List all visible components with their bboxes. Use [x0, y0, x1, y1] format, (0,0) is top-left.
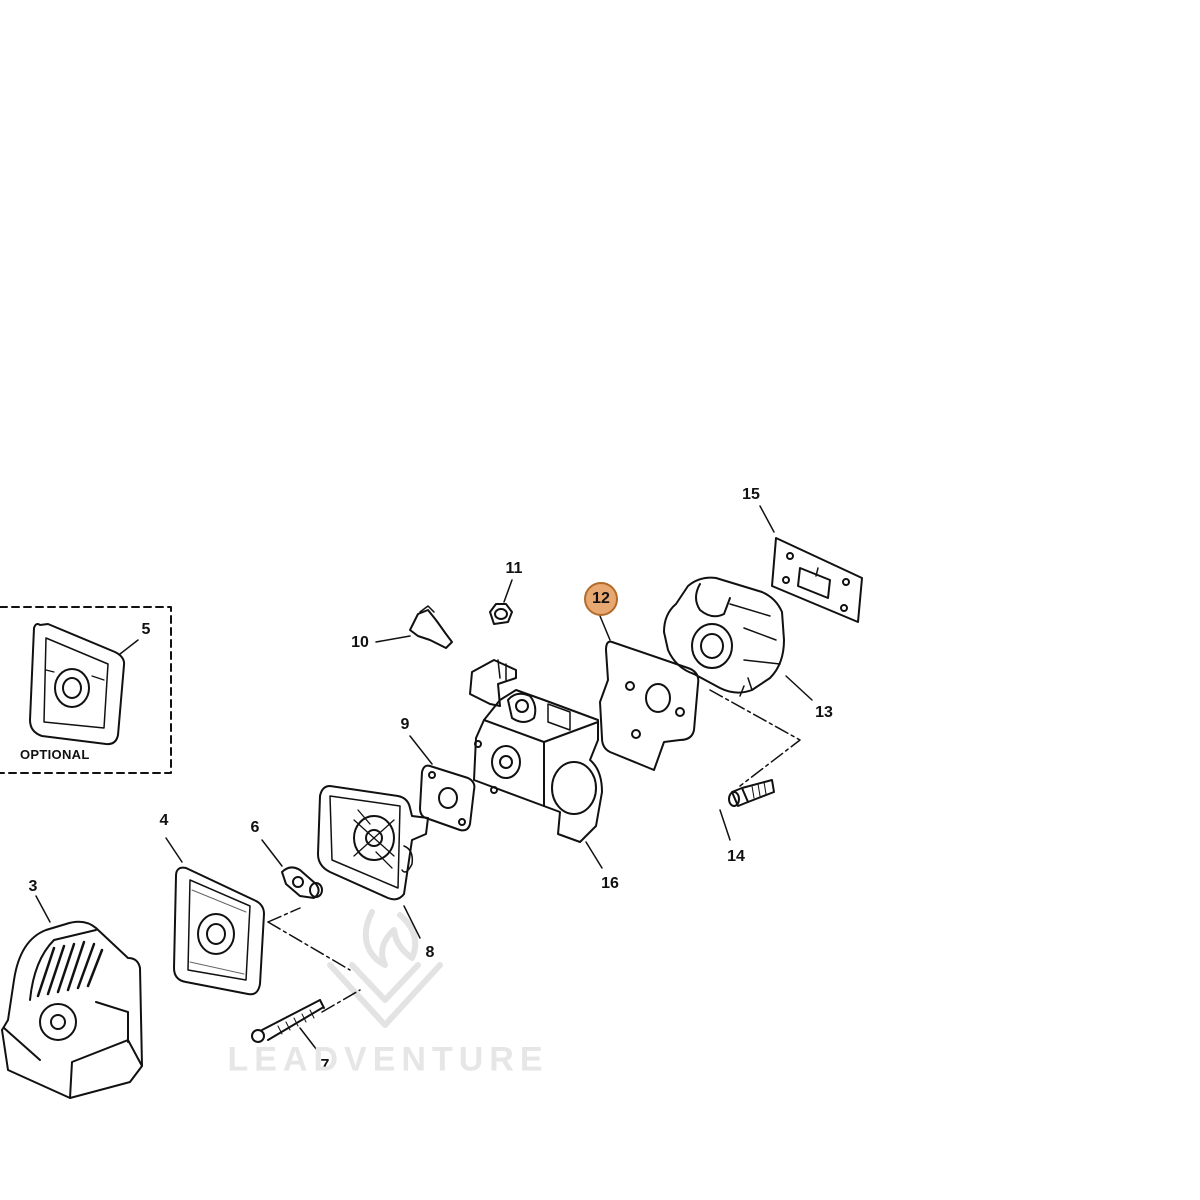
callout-8[interactable]: 8 [425, 944, 435, 961]
callout-4[interactable]: 4 [159, 812, 169, 829]
part-10-lever[interactable] [409, 605, 453, 649]
part-9-gasket[interactable] [419, 764, 476, 832]
watermark-logo [327, 909, 443, 1028]
part-11-nut[interactable] [489, 603, 513, 625]
part-14-bolt[interactable] [728, 779, 775, 807]
callout-3[interactable]: 3 [28, 878, 38, 895]
part-6-spacer[interactable] [281, 866, 323, 899]
callout-13[interactable]: 13 [815, 704, 833, 721]
callout-14[interactable]: 14 [727, 848, 745, 865]
part-13-insulator[interactable] [663, 576, 785, 697]
leader-lines [35, 505, 813, 1055]
part-3-cover[interactable] [1, 920, 143, 1099]
assembly-lines [267, 689, 801, 1013]
callout-10[interactable]: 10 [351, 634, 369, 651]
callout-6[interactable]: 6 [250, 819, 260, 836]
watermark-text: LEADVENTURE [227, 1040, 549, 1079]
callout-7[interactable]: 7 [320, 1057, 330, 1074]
callout-15[interactable]: 15 [742, 486, 760, 503]
part-15-gasket[interactable] [771, 537, 863, 623]
part-8-case[interactable] [317, 785, 429, 901]
callout-12-highlighted[interactable]: 12 [584, 582, 618, 616]
callout-16[interactable]: 16 [601, 875, 619, 892]
callout-11[interactable]: 11 [505, 560, 523, 577]
optional-box [0, 606, 172, 774]
part-5-filter[interactable] [29, 623, 126, 746]
part-12-gasket[interactable] [599, 640, 700, 771]
callout-5[interactable]: 5 [141, 621, 151, 638]
part-4-filter[interactable] [173, 866, 265, 996]
part-16-carburetor[interactable] [469, 659, 603, 843]
callout-9[interactable]: 9 [400, 716, 410, 733]
part-7-bolt[interactable] [251, 999, 325, 1043]
optional-label: OPTIONAL [20, 747, 90, 762]
